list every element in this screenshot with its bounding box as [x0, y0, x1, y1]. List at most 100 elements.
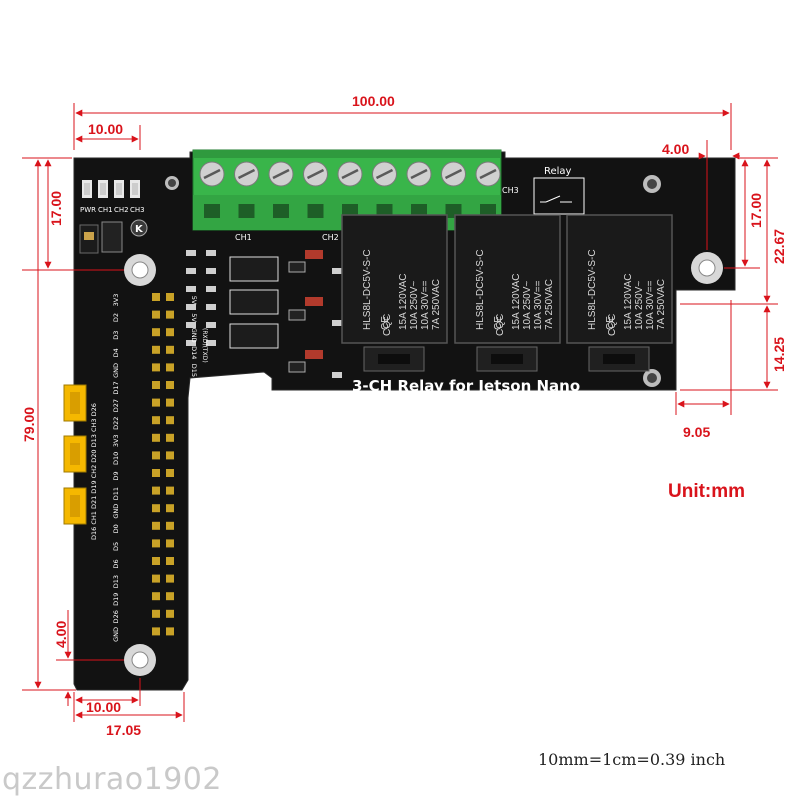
gpio-pin: [152, 433, 160, 442]
smd-resistor: [186, 340, 196, 346]
dim-right-hole-offset-x: 4.00: [662, 141, 689, 157]
conversion-note: 10mm=1cm=0.39 inch: [538, 750, 726, 769]
gpio-label: D18: [190, 381, 198, 394]
gpio-pin: [152, 469, 160, 477]
gpio-label: D27: [112, 399, 120, 412]
dim-total-width: 100.00: [352, 93, 395, 109]
relay-marking: 10A 250V~: [522, 281, 533, 330]
gpio-label: D11: [112, 487, 120, 500]
relay-marking: 15A 120VAC: [623, 273, 634, 330]
dim-total-height: 79.00: [21, 407, 37, 442]
dim-right-height: 22.67: [771, 229, 787, 264]
led-label-ch1: CH1: [98, 206, 113, 214]
led-label-ch2: CH2: [114, 206, 129, 214]
relay-marking: 10A 250V~: [634, 281, 645, 330]
gpio-pin: [152, 592, 160, 601]
gpio-label: D24: [190, 434, 198, 447]
terminal-screw-icon: [268, 161, 294, 187]
gpio-pin: [166, 592, 174, 601]
channel-label-ch2: CH2: [322, 233, 339, 242]
relay-marking: HLS8L-DC5V-S-C: [362, 249, 373, 330]
gpio-pin: [166, 345, 174, 354]
relay-cqc-mark: CQC: [495, 314, 506, 336]
smd-resistor: [332, 320, 342, 326]
gpio-pin: [166, 539, 174, 548]
gpio-pin: [152, 539, 160, 548]
smd-resistor: [186, 286, 196, 292]
terminal-screw-icon: [303, 161, 328, 187]
gpio-label: GND: [190, 451, 198, 466]
gpio-label: GND: [190, 398, 198, 413]
terminal-block: [192, 149, 502, 231]
mounting-hole-bottom: [124, 644, 156, 676]
gpio-pin: [166, 416, 174, 425]
smd-resistor: [332, 268, 342, 274]
relay-cqc-mark: CQC: [382, 314, 393, 336]
gpio-pin: [166, 469, 174, 477]
terminal-screw-icon: [337, 161, 363, 187]
smd-resistor: [206, 340, 216, 346]
gpio-header: [152, 293, 174, 636]
smd-resistor: [186, 268, 196, 274]
gpio-pin: [152, 504, 160, 513]
relay-cqc-mark: CQC: [607, 314, 618, 336]
gpio-pin: [166, 433, 174, 442]
smd-resistor: [206, 322, 216, 328]
gpio-pin: [152, 574, 160, 583]
gpio-label: GND: [112, 363, 120, 378]
gpio-pin: [152, 293, 160, 301]
dim-right-hole-offset-y: 17.00: [748, 193, 764, 228]
dim-left-hole-offset-y: 17.00: [48, 191, 64, 226]
relay-marking: 10A 250V~: [409, 281, 420, 330]
gpio-pin: [166, 574, 174, 583]
dim-led-width: 10.00: [88, 121, 123, 137]
gpio-label: GND: [190, 574, 198, 589]
relay-marking: CE: [380, 316, 391, 330]
board-title: 3-CH Relay for Jetson Nano: [352, 377, 580, 395]
gpio-label: D26: [112, 610, 120, 623]
gpio-label: D16: [190, 593, 198, 606]
gpio-label: GND: [190, 328, 198, 343]
gpio-label: D17: [112, 381, 120, 394]
terminal-screw-icon: [234, 161, 259, 187]
dim-bottom-width: 17.05: [106, 722, 141, 738]
gpio-labels-left: 3V3D2D3D4GNDD17D27D223V3D10D9D11GNDD0D5D…: [112, 294, 120, 642]
gpio-label: D12: [190, 557, 198, 570]
relay-marking: 7A 250VAC: [544, 279, 555, 330]
dim-bottom-hole-offset-y: 4.00: [53, 621, 69, 648]
gpio-label: D2: [112, 313, 120, 322]
smd-resistor: [186, 304, 196, 310]
channel-label-ch1: CH1: [235, 233, 252, 242]
gpio-pin: [166, 328, 174, 337]
gpio-label: D1: [190, 524, 198, 533]
gpio-label: GND: [190, 539, 198, 554]
mounting-hole-right: [691, 252, 723, 284]
gpio-pin: [152, 451, 160, 460]
gpio-label: D21: [190, 628, 198, 641]
gpio-pin: [152, 609, 160, 618]
terminal-screw-icon: [199, 161, 225, 187]
gpio-pin: [166, 609, 174, 618]
gpio-pin: [166, 293, 174, 301]
relay-marking: HLS8L-DC5V-S-C: [587, 249, 598, 330]
terminal-screw-icon: [441, 161, 466, 187]
gpio-pin: [166, 451, 174, 460]
relay-marking: HLS8L-DC5V-S-C: [475, 249, 486, 330]
gpio-pin: [152, 328, 160, 337]
mounting-hole-top-left: [124, 254, 156, 286]
gpio-label: D4: [112, 348, 120, 357]
dim-right-lower-width: 9.05: [683, 424, 710, 440]
key-label: K: [135, 224, 144, 235]
relay-marking: 10A 30V==: [420, 280, 431, 330]
gpio-pin: [152, 557, 160, 565]
gpio-label: D14: [190, 346, 198, 359]
gpio-label: D3: [112, 331, 120, 340]
smd-resistor: [332, 372, 342, 378]
relay-marking: 7A 250VAC: [431, 279, 442, 330]
gpio-label: D7: [190, 507, 198, 516]
gpio-pin: [166, 504, 174, 513]
gpio-label: D6: [112, 559, 120, 568]
led-label-ch3: CH3: [130, 206, 145, 214]
